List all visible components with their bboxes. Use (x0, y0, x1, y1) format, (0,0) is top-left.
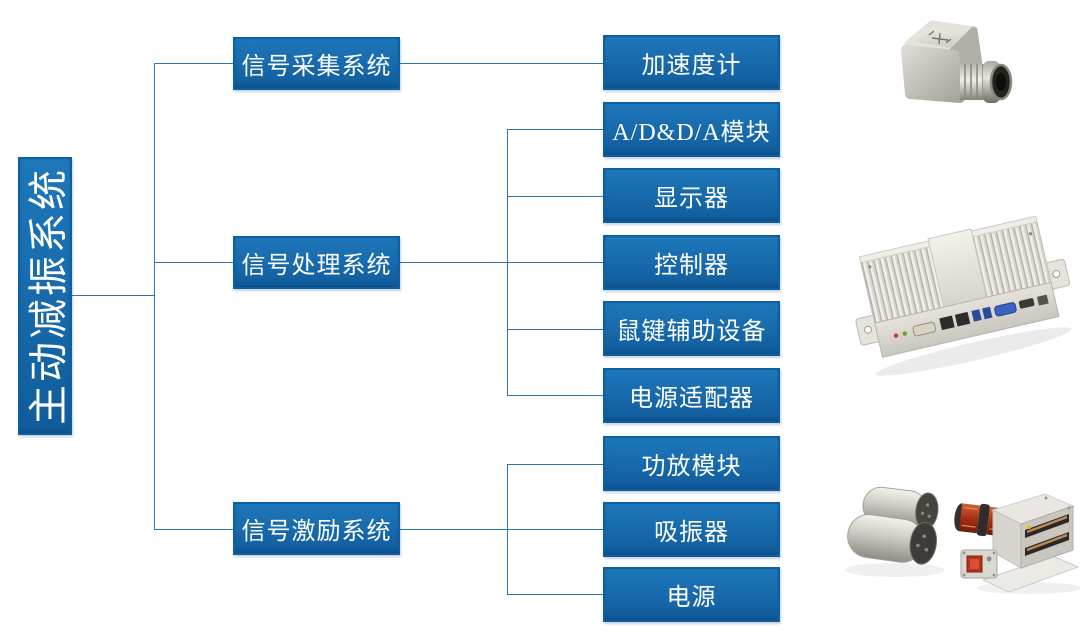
connector-line (400, 262, 507, 263)
child-node-label: 控制器 (654, 253, 729, 279)
connector-line (400, 529, 507, 530)
connector-line (508, 329, 603, 330)
connector-line (155, 529, 233, 530)
connector-line (155, 262, 233, 263)
child-node-power-adapter: 电源适配器 (603, 368, 780, 423)
child-node-label: 吸振器 (654, 520, 729, 546)
child-node-label: A/D&D/A模块 (612, 120, 771, 146)
connector-line (400, 63, 603, 64)
branch-node-signal-excitation: 信号激励系统 (233, 502, 400, 555)
connector-line (155, 63, 233, 64)
child-node-ad-da-module: A/D&D/A模块 (603, 102, 780, 157)
connector-line (72, 295, 154, 296)
connector-line (508, 594, 603, 595)
child-node-display: 显示器 (603, 168, 780, 223)
child-node-label: 电源 (666, 585, 717, 611)
child-node-label: 功放模块 (641, 454, 742, 480)
child-node-controller: 控制器 (603, 235, 780, 290)
actuators-absorbers-photo (833, 468, 1080, 600)
connector-line (154, 63, 155, 530)
branch-node-label: 信号采集系统 (241, 54, 392, 80)
root-node-label: 主动减振系统 (26, 167, 71, 425)
connector-line (507, 464, 508, 595)
branch-node-signal-processing: 信号处理系统 (233, 236, 400, 289)
accelerometer-photo (880, 12, 1020, 130)
child-node-label: 显示器 (654, 186, 729, 212)
connector-line (508, 196, 603, 197)
connector-line (507, 129, 508, 396)
child-node-vibration-absorber: 吸振器 (603, 502, 780, 557)
branch-node-signal-acquisition: 信号采集系统 (233, 37, 400, 90)
child-node-label: 加速度计 (641, 53, 742, 79)
branch-node-label: 信号处理系统 (241, 253, 392, 279)
child-node-amplifier-module: 功放模块 (603, 436, 780, 491)
child-node-power-supply: 电源 (603, 567, 780, 622)
connector-line (508, 529, 603, 530)
root-node-active-vibration-system: 主动减振系统 (18, 157, 72, 435)
connector-line (508, 129, 603, 130)
child-node-mouse-keyboard-aux: 鼠键辅助设备 (603, 301, 780, 356)
child-node-label: 鼠键辅助设备 (616, 319, 767, 345)
child-node-label: 电源适配器 (629, 386, 754, 412)
connector-line (508, 464, 603, 465)
branch-node-label: 信号激励系统 (241, 519, 392, 545)
connector-line (508, 262, 603, 263)
embedded-controller-photo (843, 207, 1080, 385)
child-node-accelerometer: 加速度计 (603, 35, 780, 90)
connector-line (508, 395, 603, 396)
